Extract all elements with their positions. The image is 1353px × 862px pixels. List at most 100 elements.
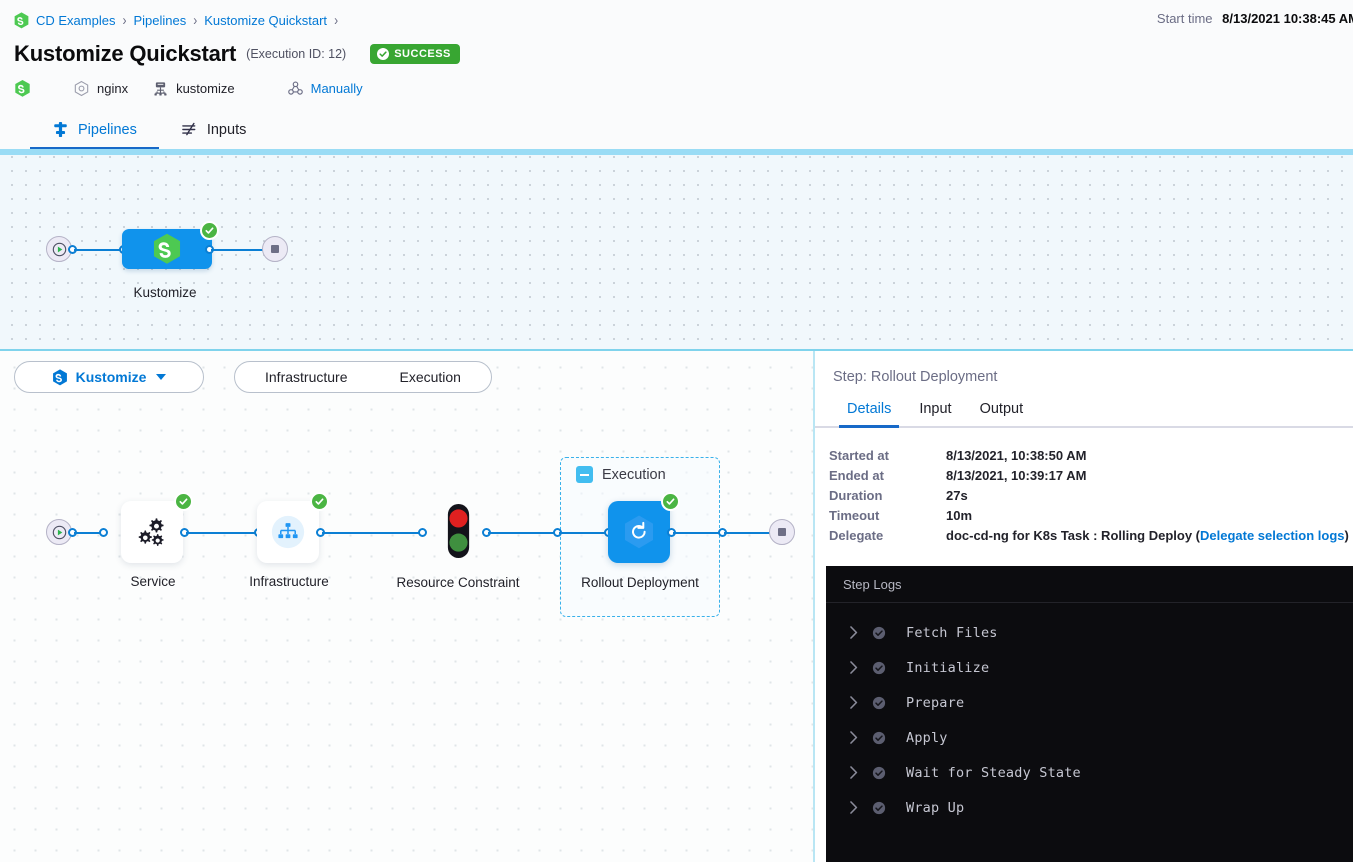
chevron-right-icon[interactable] (850, 661, 872, 674)
step-logs-panel: Step Logs Fetch Files (826, 566, 1353, 862)
start-time-label: Start time (1156, 11, 1213, 26)
breadcrumb-item-kustomize-quickstart[interactable]: Kustomize Quickstart (204, 12, 328, 28)
top-stage-label: Kustomize (133, 285, 197, 300)
node-rollout-deployment-label: Rollout Deployment (570, 575, 710, 590)
status-check-icon (174, 492, 193, 511)
canvas-controls: Kustomize Infrastructure Execution (14, 361, 492, 393)
traffic-light-icon (447, 503, 470, 559)
canvas-divider (0, 349, 1353, 351)
collapse-icon[interactable] (576, 466, 593, 483)
service-hexagon-icon (74, 80, 89, 96)
breadcrumb-item-pipelines[interactable]: Pipelines (133, 12, 187, 28)
tab-inputs[interactable]: Inputs (159, 121, 269, 149)
harness-logo-icon (14, 11, 29, 28)
stage-node-kustomize[interactable] (122, 221, 219, 269)
tab-pipelines[interactable]: Pipelines (30, 121, 159, 151)
delegate-text: doc-cd-ng for K8s Task : Rolling Deploy … (946, 528, 1200, 543)
chevron-right-icon[interactable] (850, 801, 872, 814)
meta-trigger-label[interactable]: Manually (310, 80, 363, 96)
service-gears-icon (138, 518, 164, 546)
page-title: Kustomize Quickstart (14, 41, 237, 66)
check-icon (666, 498, 675, 505)
detail-value: 8/13/2021, 10:39:17 AM (946, 468, 1087, 483)
log-label: Initialize (906, 659, 990, 676)
log-row[interactable]: Initialize (826, 650, 1353, 685)
detail-row-delegate: Delegate doc-cd-ng for K8s Task : Rollin… (829, 526, 1353, 546)
tab-details[interactable]: Details (833, 401, 905, 428)
chevron-right-icon[interactable] (850, 626, 872, 639)
step-detail-tabs: Details Input Output (815, 401, 1353, 428)
delegate-text-suffix: ) (1344, 528, 1349, 543)
meta-service-label: nginx (97, 80, 129, 96)
breadcrumb-separator: › (334, 11, 339, 29)
end-node-circle (262, 236, 288, 262)
step-title: Step: Rollout Deployment (833, 369, 998, 385)
chevron-right-icon[interactable] (850, 696, 872, 709)
detail-key: Timeout (829, 508, 880, 523)
breadcrumb-separator: › (193, 11, 198, 29)
check-circle-icon (872, 661, 906, 675)
harness-hexagon-icon (153, 233, 181, 264)
top-end-node[interactable] (262, 236, 288, 262)
tab-input[interactable]: Input (919, 401, 952, 417)
node-resource-constraint-label: Resource Constraint (388, 575, 528, 590)
step-card (257, 501, 319, 563)
log-label: Prepare (906, 694, 965, 711)
log-label: Apply (906, 729, 948, 746)
rollout-deployment-text: Rollout Deployment (581, 575, 699, 590)
play-icon (52, 242, 66, 256)
rollout-refresh-icon (625, 515, 653, 549)
delegate-selection-logs-link[interactable]: Delegate selection logs (1200, 528, 1345, 543)
execution-meta-row: nginx kustomize (14, 71, 1339, 105)
detail-row-ended-at: Ended at 8/13/2021, 10:39:17 AM (829, 466, 1353, 486)
segment-execution[interactable]: Execution (399, 369, 461, 385)
log-label: Fetch Files (906, 624, 998, 641)
segment-infrastructure[interactable]: Infrastructure (265, 369, 348, 385)
detail-value: 27s (946, 488, 968, 503)
status-check-icon (310, 492, 329, 511)
log-row[interactable]: Wrap Up (826, 790, 1353, 825)
execution-group-header[interactable]: Execution (576, 466, 666, 483)
check-circle-icon (872, 766, 906, 780)
log-row[interactable]: Apply (826, 720, 1353, 755)
chevron-right-icon[interactable] (850, 766, 872, 779)
stop-icon (778, 528, 786, 536)
check-circle-icon (872, 731, 906, 745)
detail-row-duration: Duration 27s (829, 486, 1353, 506)
start-time-value: 8/13/2021 10:38:45 AM (1222, 11, 1353, 26)
main-tabs: Pipelines Inputs (0, 105, 1353, 151)
pipeline-canvas-top[interactable]: Kustomize (0, 149, 1353, 349)
tab-output[interactable]: Output (979, 401, 1024, 417)
tab-pipelines-label: Pipelines (78, 121, 137, 138)
tab-inputs-label: Inputs (206, 121, 247, 138)
check-icon (315, 498, 324, 505)
log-row[interactable]: Wait for Steady State (826, 755, 1353, 790)
bottom-end-node[interactable] (769, 519, 795, 545)
detail-key: Started at (829, 448, 889, 463)
detail-value: 8/13/2021, 10:38:50 AM (946, 448, 1087, 463)
breadcrumb-item-cd-examples[interactable]: CD Examples (36, 12, 116, 28)
edge-start-to-service (74, 532, 104, 534)
node-infrastructure[interactable] (257, 492, 329, 563)
step-logs-header: Step Logs (826, 566, 1353, 603)
log-row[interactable]: Fetch Files (826, 615, 1353, 650)
step-card-active (608, 501, 670, 563)
node-resource-constraint[interactable] (444, 503, 473, 564)
meta-trigger[interactable]: Manually (287, 80, 363, 97)
status-badge-label: SUCCESS (394, 48, 451, 60)
step-details-panel: Step: Rollout Deployment Details Input O… (815, 351, 1353, 862)
chevron-right-icon[interactable] (850, 731, 872, 744)
status-badge: SUCCESS (370, 44, 460, 64)
infrastructure-network-icon (271, 515, 305, 549)
step-card (121, 501, 183, 563)
node-rollout-deployment[interactable] (608, 492, 680, 563)
detail-key: Delegate (829, 528, 884, 543)
log-label: Wait for Steady State (906, 764, 1081, 781)
connector-dot (99, 528, 108, 537)
stage-selector[interactable]: Kustomize (14, 361, 204, 393)
log-row[interactable]: Prepare (826, 685, 1353, 720)
pipeline-canvas-bottom[interactable]: Kustomize Infrastructure Execution Execu… (0, 351, 815, 862)
node-service[interactable] (121, 492, 193, 563)
harness-logo-icon (15, 79, 30, 97)
